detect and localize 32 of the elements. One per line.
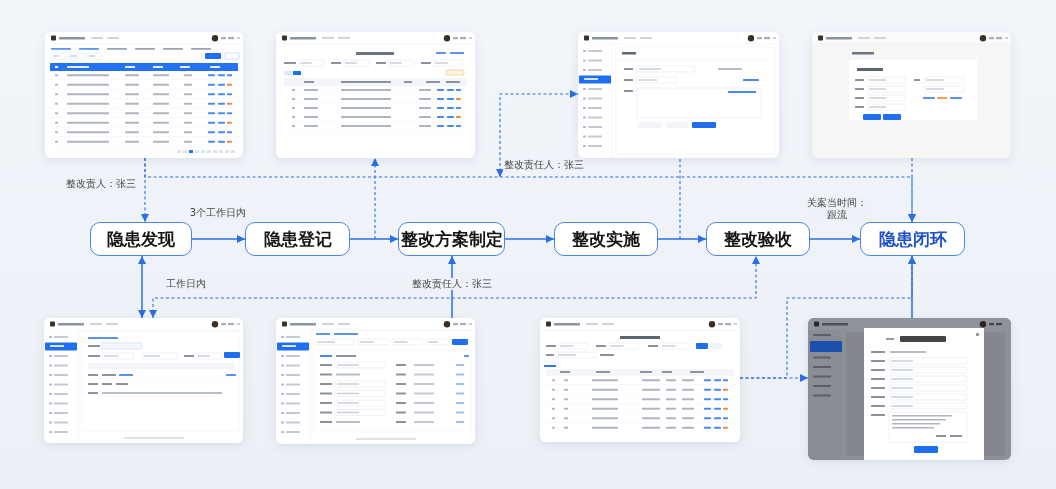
edge-label: 工作日内: [165, 278, 207, 290]
edge-label: 整改责任人：张三: [503, 159, 585, 171]
app-screenshot: [578, 32, 779, 158]
app-screenshot: [808, 318, 1011, 460]
arrow: [809, 235, 861, 243]
process-box: 隐患发现: [90, 222, 192, 256]
edge-label: 3个工作日内: [188, 207, 248, 219]
dashed-arrow: [496, 90, 579, 178]
app-screenshot: [44, 318, 243, 443]
arrow: [349, 235, 399, 243]
app-screenshot: [276, 32, 475, 158]
process-box: 整改实施: [554, 222, 658, 256]
dashed-arrow: [371, 157, 379, 240]
app-screenshot: [45, 32, 243, 158]
dashed-arrow: [908, 157, 916, 223]
app-screenshot: [276, 318, 475, 444]
process-box: 整改方案制定: [398, 222, 505, 256]
arrow: [448, 255, 456, 319]
edge-label: 整改责人：张三: [65, 178, 137, 190]
arrow: [191, 235, 246, 243]
dashed-arrow: [739, 255, 916, 379]
process-box: 隐患登记: [245, 222, 350, 256]
app-screenshot: [812, 32, 1011, 158]
arrow: [657, 235, 707, 243]
dashed-arrow: [149, 255, 760, 319]
edge-label: 整改责任人：张三: [411, 278, 493, 290]
process-box: 隐患闭环: [860, 222, 965, 256]
process-box: 整改验收: [706, 222, 810, 256]
dashed-line: [679, 157, 681, 240]
arrow: [504, 235, 555, 243]
arrow: [138, 255, 146, 319]
app-screenshot: [540, 318, 740, 442]
